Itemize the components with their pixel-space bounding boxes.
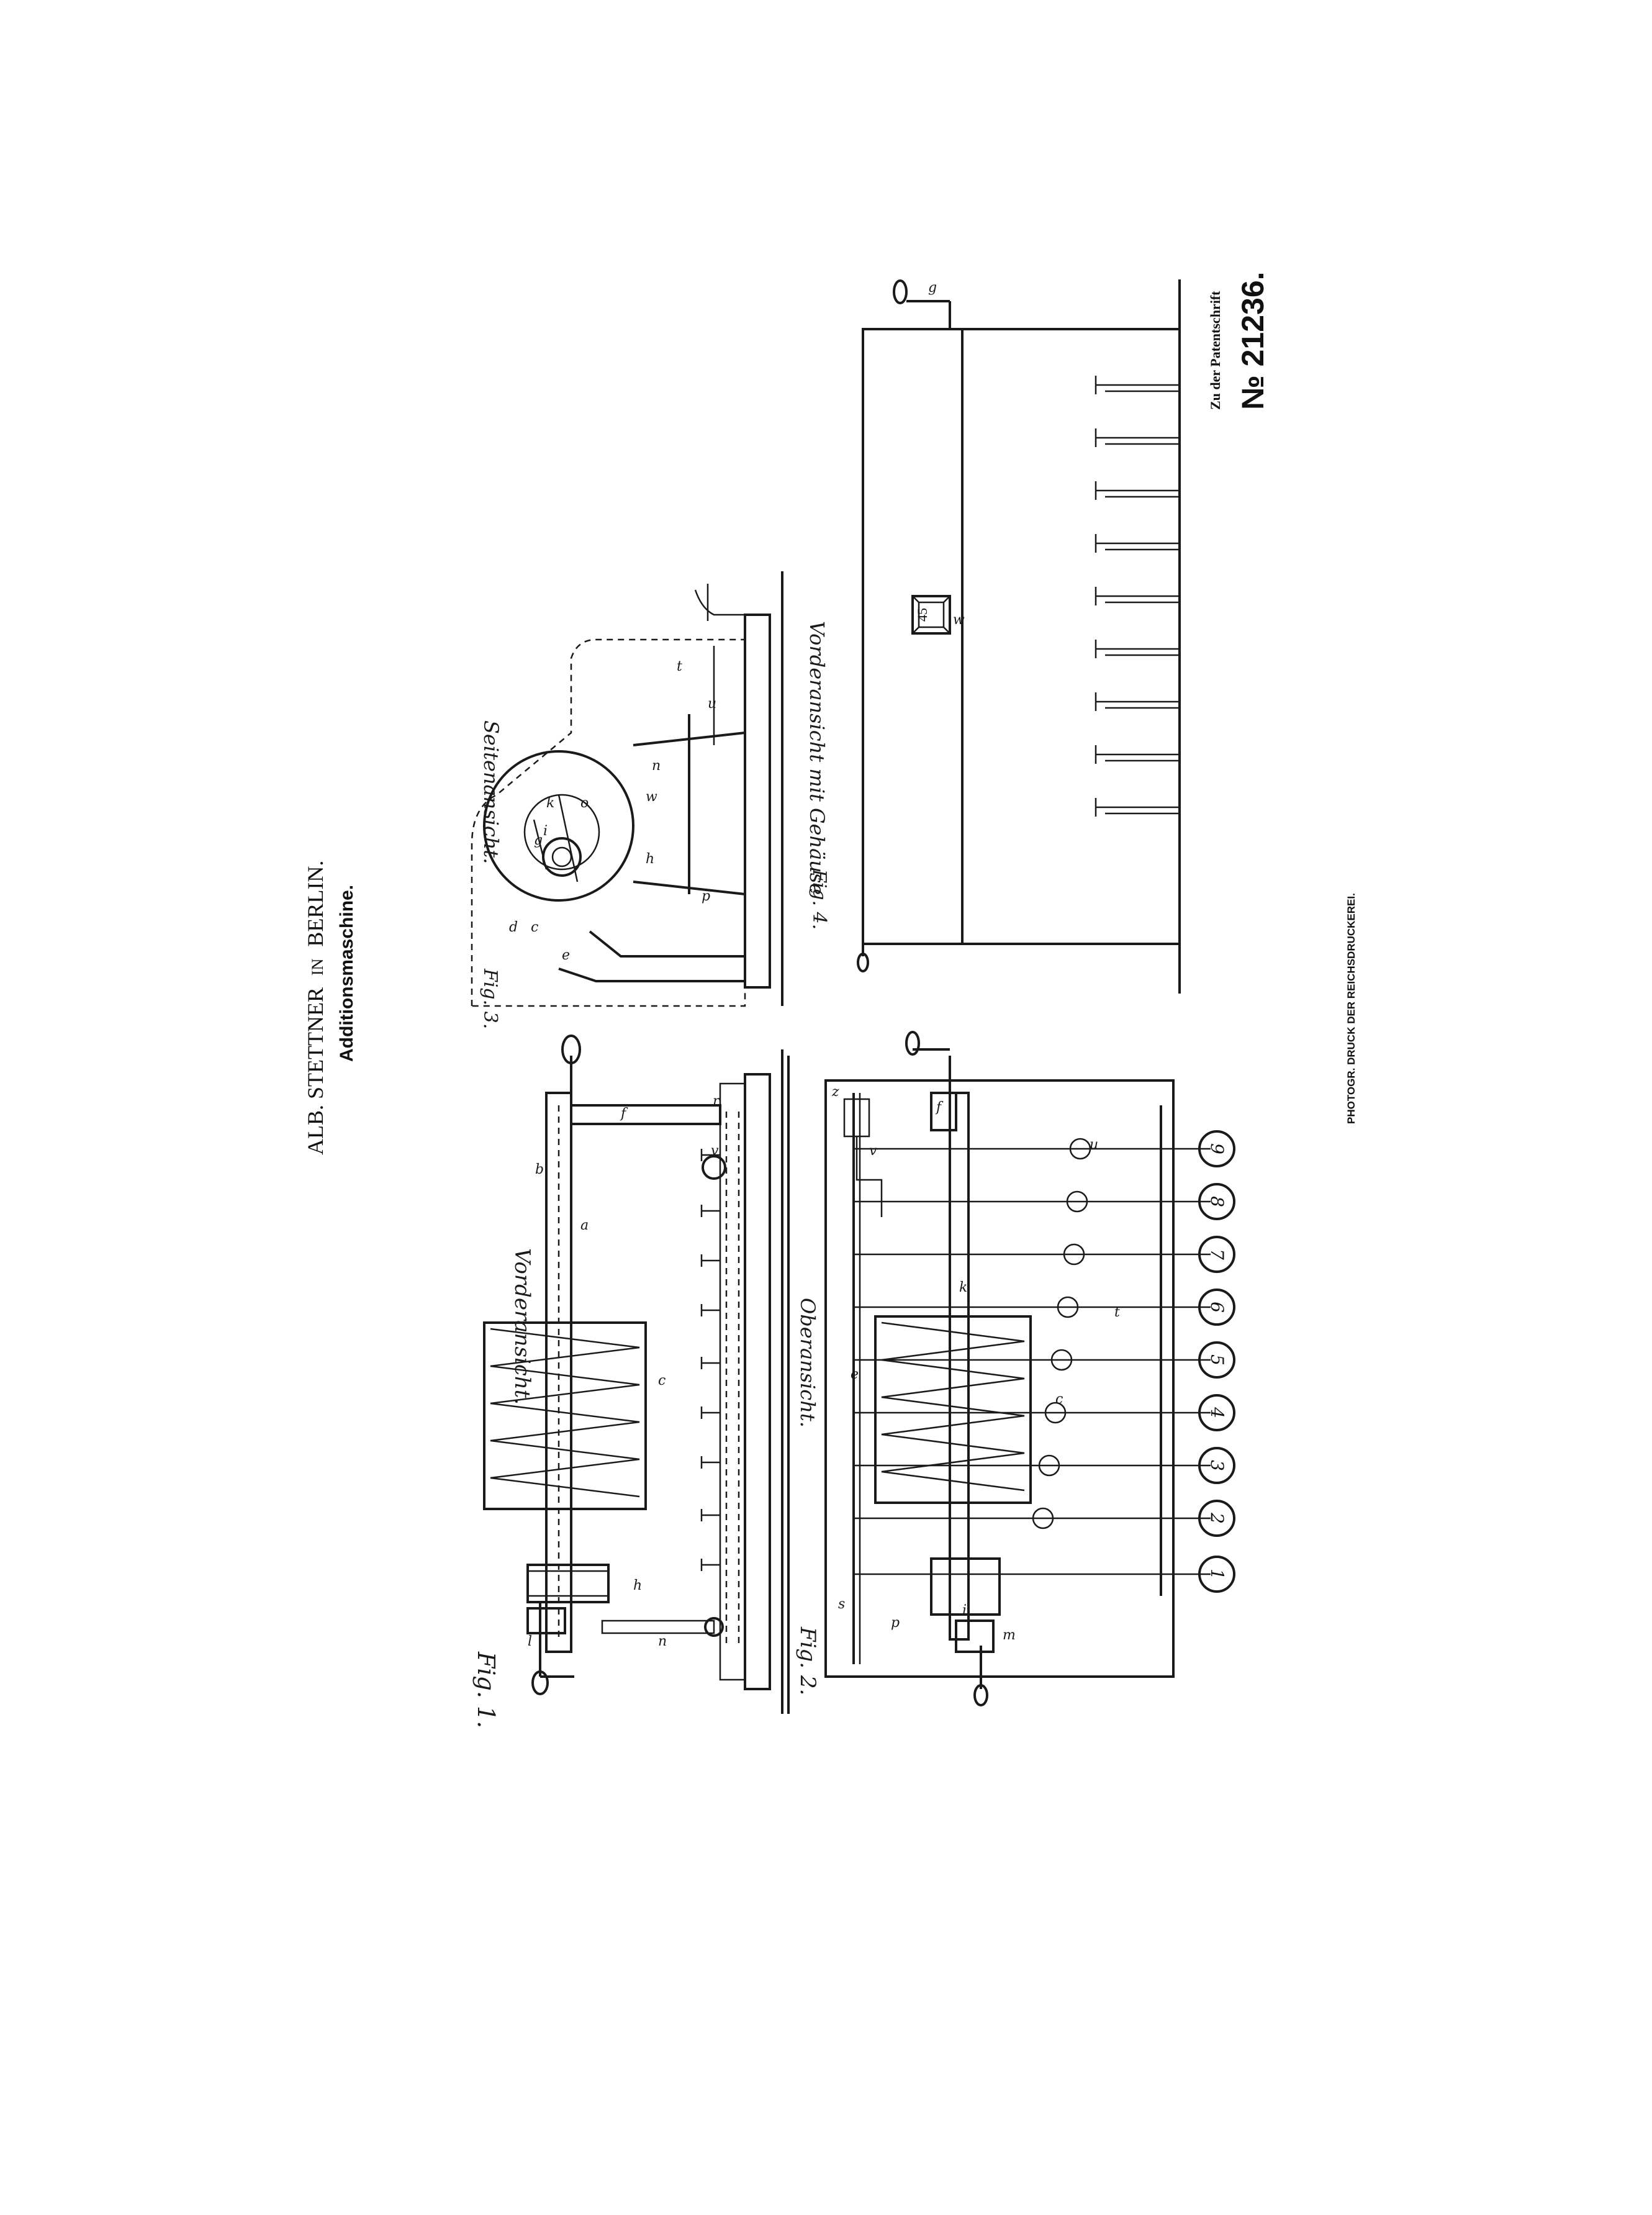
patent-number-block: Zu der Patentschrift № 21236. bbox=[1207, 271, 1270, 410]
svg-text:n: n bbox=[652, 758, 661, 774]
fig3-label: Fig. 3. bbox=[479, 968, 501, 1029]
key-9[interactable] bbox=[1198, 1130, 1235, 1167]
svg-text:g: g bbox=[928, 280, 937, 296]
svg-text:v: v bbox=[869, 1143, 877, 1159]
svg-text:2: 2 bbox=[1207, 1512, 1227, 1524]
svg-text:g: g bbox=[534, 833, 543, 848]
fig3-wheel bbox=[483, 750, 634, 902]
fig4-title: Vorderansicht mit Gehäuse bbox=[805, 621, 829, 895]
svg-text:f: f bbox=[620, 1106, 628, 1121]
key-5[interactable] bbox=[1198, 1341, 1235, 1379]
fig3-labels: Seitenansicht. Fig. 3. d c g i k o n h p… bbox=[479, 659, 716, 1029]
svg-text:z: z bbox=[831, 1084, 839, 1100]
fig1-title: Vorderansicht. bbox=[510, 1248, 535, 1405]
fig1-drum bbox=[483, 1321, 647, 1510]
svg-text:4: 4 bbox=[1207, 1406, 1227, 1418]
fig1-front-view: Vorderansicht. Fig. 1. b a f c h l n r v bbox=[472, 1035, 783, 1728]
svg-text:v: v bbox=[711, 1143, 719, 1159]
printer-note: PHOTOGR. DRUCK DER REICHSDRUCKEREI. bbox=[1345, 893, 1357, 1124]
svg-text:u: u bbox=[1090, 1137, 1098, 1153]
fig4-display-value: 45 bbox=[914, 608, 930, 622]
svg-text:h: h bbox=[646, 851, 654, 867]
fig2-title: Oberansicht. bbox=[796, 1298, 819, 1428]
svg-text:m: m bbox=[1003, 1628, 1016, 1643]
fig2-label: Fig. 2. bbox=[795, 1626, 820, 1695]
svg-text:n: n bbox=[658, 1634, 667, 1649]
svg-text:k: k bbox=[959, 1280, 967, 1295]
fig4-key-heads bbox=[1095, 376, 1180, 817]
svg-text:e: e bbox=[562, 948, 570, 963]
svg-text:o: o bbox=[580, 795, 589, 811]
svg-text:5: 5 bbox=[1207, 1354, 1227, 1366]
fig4-front-with-housing: 45 Vorderansicht mit Gehäuse Fig. 4. w g bbox=[805, 279, 1181, 994]
svg-text:6: 6 bbox=[1207, 1302, 1227, 1313]
key-2[interactable] bbox=[1198, 1500, 1235, 1537]
svg-text:c: c bbox=[1055, 1392, 1063, 1407]
fig2-top-view: 1 2 3 4 5 6 7 8 9 Oberansicht. Fig. 2. z… bbox=[787, 1031, 1235, 1714]
key-8[interactable] bbox=[1198, 1183, 1235, 1220]
fig4-labels: Vorderansicht mit Gehäuse Fig. 4. w g bbox=[805, 280, 965, 930]
svg-text:i: i bbox=[962, 1603, 967, 1618]
fig2-key-rods bbox=[854, 1148, 1211, 1575]
fig3-title: Seitenansicht. bbox=[479, 720, 503, 864]
svg-text:1: 1 bbox=[1207, 1569, 1227, 1580]
svg-text:PHOTOGR. DRUCK DER REICHSDRUCK: PHOTOGR. DRUCK DER REICHSDRUCKEREI. bbox=[1345, 893, 1357, 1124]
svg-text:p: p bbox=[702, 889, 710, 904]
machine-title: Additionsmaschine. bbox=[336, 885, 357, 1062]
svg-text:u: u bbox=[708, 696, 716, 712]
fig4-label: Fig. 4. bbox=[808, 869, 830, 930]
svg-text:w: w bbox=[646, 789, 657, 805]
svg-text:e: e bbox=[851, 1367, 859, 1382]
title-block: ALB. STETTNER IN BERLIN. Additionsmaschi… bbox=[303, 861, 357, 1155]
svg-text:9: 9 bbox=[1207, 1143, 1227, 1154]
svg-text:3: 3 bbox=[1207, 1460, 1227, 1471]
patent-number: № 21236. bbox=[1235, 271, 1270, 410]
fig3-side-view: Seitenansicht. Fig. 3. d c g i k o n h p… bbox=[471, 571, 783, 1029]
svg-text:c: c bbox=[531, 920, 538, 935]
svg-text:t: t bbox=[1114, 1305, 1120, 1320]
svg-text:8: 8 bbox=[1207, 1196, 1227, 1207]
svg-text:d: d bbox=[509, 920, 518, 935]
svg-text:k: k bbox=[546, 795, 554, 811]
svg-text:h: h bbox=[633, 1578, 642, 1593]
key-4[interactable] bbox=[1198, 1394, 1235, 1431]
svg-text:s: s bbox=[838, 1597, 845, 1612]
fig4-display-window bbox=[911, 595, 951, 635]
svg-text:i: i bbox=[543, 823, 548, 839]
svg-text:p: p bbox=[891, 1615, 900, 1631]
svg-text:w: w bbox=[953, 612, 965, 628]
svg-text:l: l bbox=[528, 1634, 532, 1649]
key-7[interactable] bbox=[1198, 1236, 1235, 1273]
fig1-key-stems bbox=[700, 1149, 720, 1571]
key-1[interactable] bbox=[1198, 1556, 1235, 1593]
svg-text:7: 7 bbox=[1207, 1249, 1227, 1260]
fig2-frame bbox=[824, 1079, 1175, 1678]
svg-text:r: r bbox=[713, 1094, 720, 1109]
patent-caption: Zu der Patentschrift bbox=[1207, 291, 1223, 410]
svg-text:a: a bbox=[580, 1218, 589, 1233]
svg-text:c: c bbox=[658, 1373, 666, 1388]
fig2-labels: Oberansicht. Fig. 2. z k e c i m p f v t… bbox=[795, 1084, 1120, 1695]
fig1-label: Fig. 1. bbox=[472, 1651, 500, 1728]
fig4-housing bbox=[862, 328, 1181, 945]
svg-text:f: f bbox=[935, 1100, 944, 1115]
svg-text:b: b bbox=[535, 1162, 544, 1177]
inventor-name: ALB. STETTNER IN BERLIN. bbox=[303, 861, 328, 1155]
key-3[interactable] bbox=[1198, 1447, 1235, 1484]
fig2-drum bbox=[874, 1315, 1032, 1504]
fig1-labels: Vorderansicht. Fig. 1. b a f c h l n r v bbox=[472, 1094, 720, 1728]
fig2-counting-discs bbox=[1032, 1138, 1091, 1529]
key-6[interactable] bbox=[1198, 1289, 1235, 1326]
svg-text:t: t bbox=[677, 659, 682, 674]
fig2-number-keys: 1 2 3 4 5 6 7 8 9 bbox=[1198, 1130, 1235, 1593]
